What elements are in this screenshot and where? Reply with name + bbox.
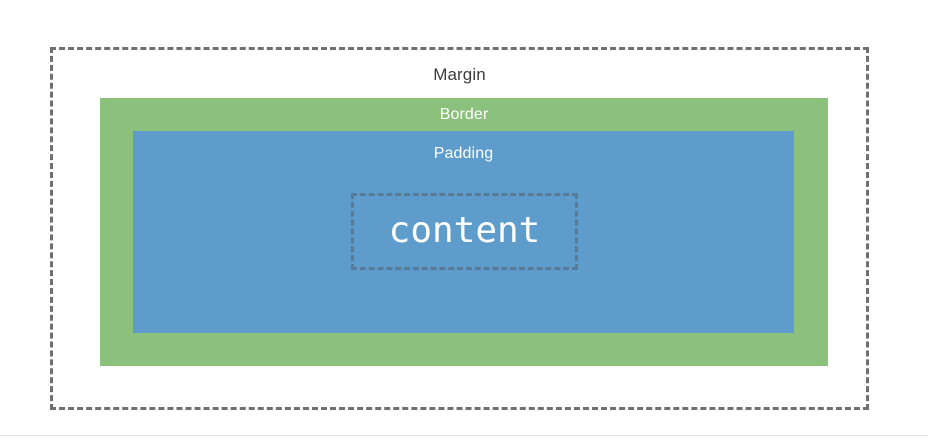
content-box: content bbox=[351, 193, 578, 270]
padding-label: Padding bbox=[433, 145, 494, 162]
margin-box: Margin Border Padding content bbox=[50, 47, 869, 410]
content-label: content bbox=[388, 209, 541, 251]
border-label: Border bbox=[439, 106, 489, 123]
margin-label: Margin bbox=[433, 65, 486, 84]
bottom-divider bbox=[0, 435, 928, 436]
border-box: Border Padding content bbox=[100, 98, 828, 366]
padding-box: Padding content bbox=[133, 131, 794, 333]
